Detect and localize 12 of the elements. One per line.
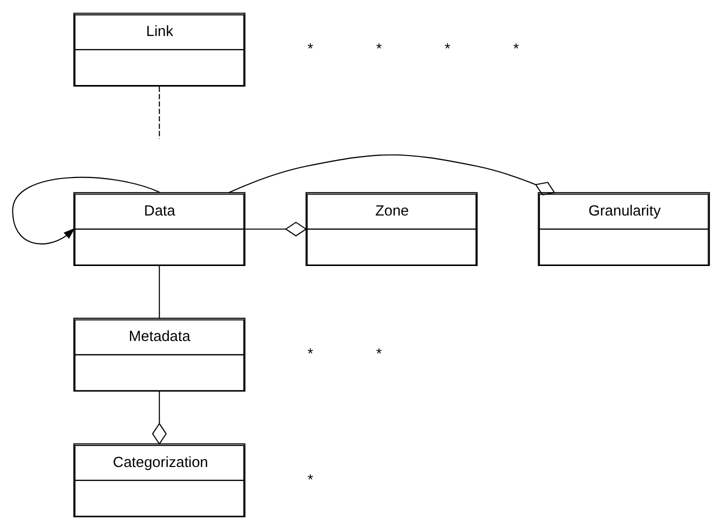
label: * xyxy=(307,41,314,58)
label: * xyxy=(513,41,520,58)
connector xyxy=(158,86,160,138)
connector xyxy=(245,221,307,236)
label: * xyxy=(307,472,314,488)
connector xyxy=(152,390,167,444)
connector xyxy=(228,154,556,195)
label: * xyxy=(307,346,314,362)
label: * xyxy=(376,41,382,58)
connector xyxy=(158,265,160,318)
label: * xyxy=(376,346,382,362)
label: * xyxy=(444,41,450,58)
